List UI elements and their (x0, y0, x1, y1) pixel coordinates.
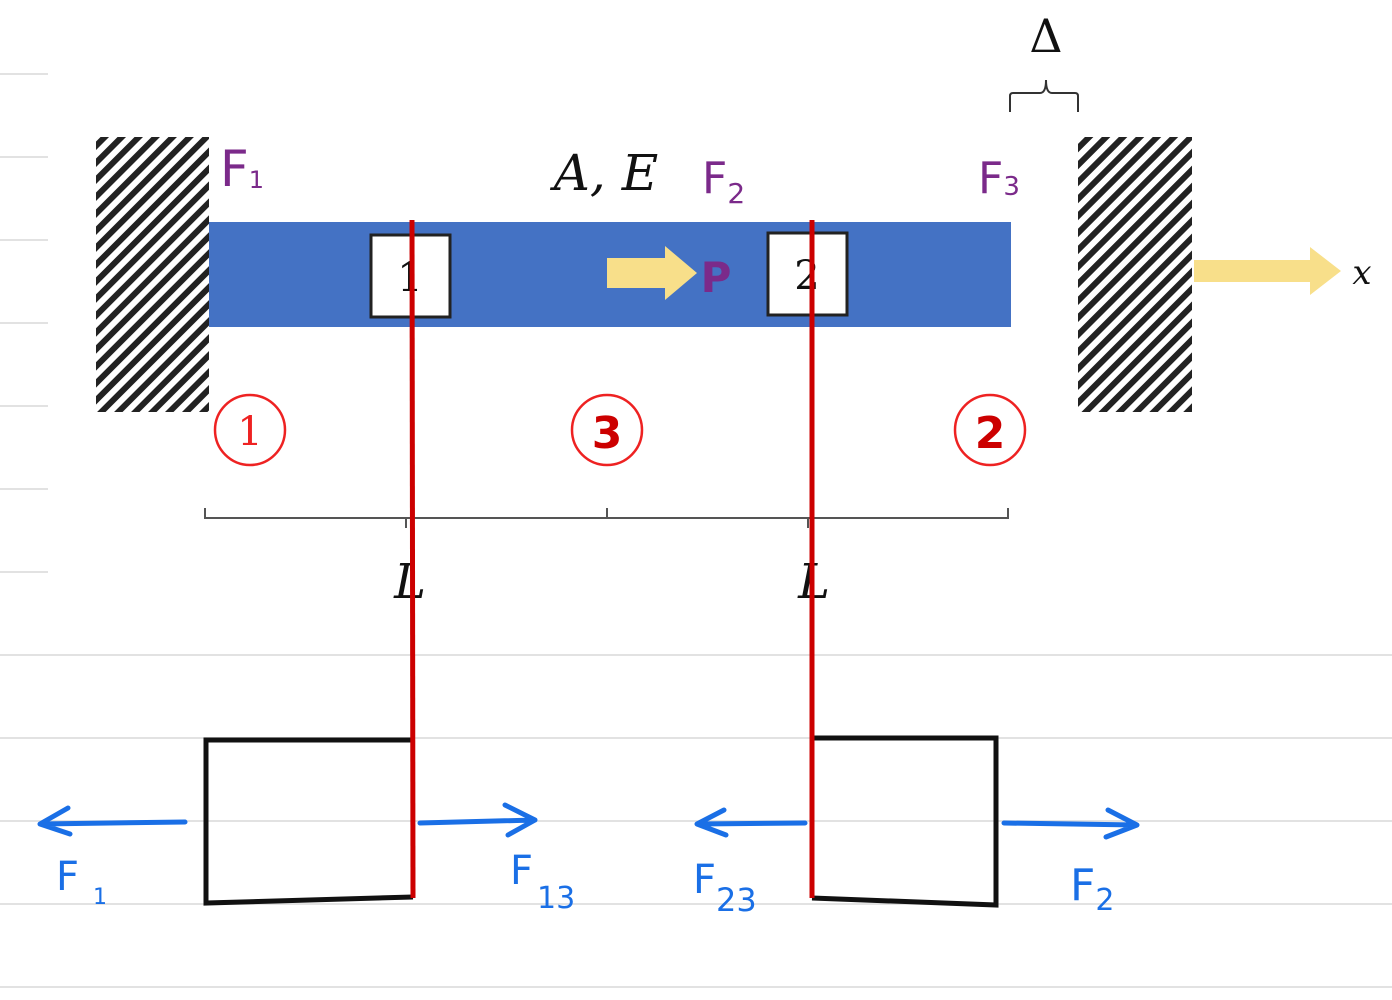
arrow-left-icon (37, 805, 188, 837)
fbd-force-f23-label: F23 (693, 857, 757, 919)
fbd-force-f13-label: F13 (510, 848, 575, 916)
node-3-label: 3 (592, 408, 623, 459)
gap-bracket (1009, 79, 1079, 112)
reaction-f2-label: F2 (702, 153, 745, 210)
reaction-f3-label: F3 (978, 153, 1020, 204)
x-axis-arrow (1194, 247, 1341, 295)
x-axis-label: x (1352, 253, 1371, 293)
load-arrow (607, 246, 697, 300)
node-2-circle (953, 393, 1027, 467)
node-1-label: 1 (237, 409, 262, 455)
fbd-force-f2-label: F2 (1070, 860, 1114, 918)
material-label: A, E (550, 144, 658, 202)
arrow-left-icon (694, 807, 808, 838)
element-2-label: 2 (794, 253, 819, 299)
delta-label: Δ (1029, 9, 1062, 63)
fbd-arrows (37, 802, 1140, 840)
node-3-circle (570, 393, 644, 467)
cut-line-element-1 (409, 219, 416, 899)
right-wall-support (1078, 137, 1192, 412)
length-left-label: L (393, 554, 426, 610)
fbd-left-body (203, 737, 414, 906)
dimension-line (204, 508, 1009, 528)
reaction-f1-label: F1 (220, 140, 264, 198)
load-label: P (701, 253, 732, 302)
left-wall-support (96, 137, 209, 412)
arrow-right-icon (417, 802, 538, 838)
arrow-right-icon (1001, 807, 1140, 840)
fbd-right-body (811, 735, 999, 908)
node-1-circle (213, 393, 287, 467)
node-2-label: 2 (975, 408, 1006, 459)
element-2-box (766, 231, 849, 317)
